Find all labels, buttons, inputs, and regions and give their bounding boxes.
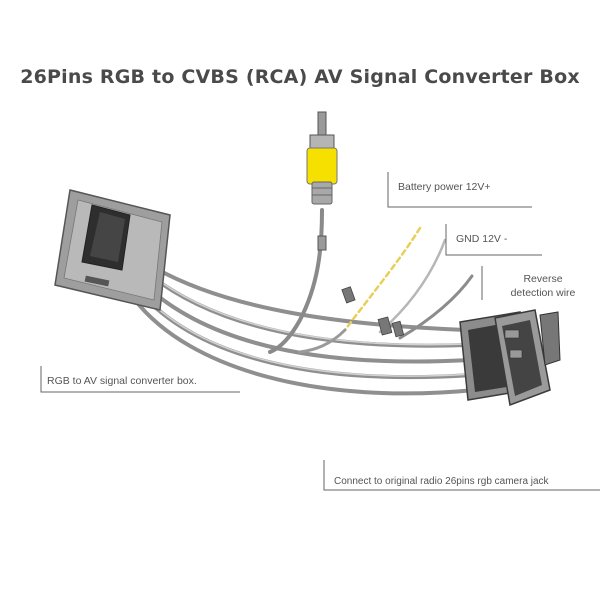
label-converter-box: RGB to AV signal converter box.: [47, 375, 197, 387]
rca-connector: [306, 111, 338, 251]
reverse-wire: [398, 274, 474, 340]
cable-bundle-highlights: [139, 273, 473, 377]
rgb-26pin-connector: [459, 309, 561, 407]
label-gnd: GND 12V -: [456, 233, 508, 245]
label-battery-power: Battery power 12V+: [398, 181, 491, 193]
converter-box: [54, 189, 171, 311]
label-connect-radio: Connect to original radio 26pins rgb cam…: [334, 476, 549, 487]
gnd-wire: [378, 238, 447, 334]
diagram-title: 26Pins RGB to CVBS (RCA) AV Signal Conve…: [20, 66, 580, 88]
label-reverse-line1: Reverse: [523, 273, 563, 285]
battery-wire: [298, 226, 422, 354]
label-reverse-detection: Reverse detection wire: [488, 272, 598, 300]
label-callouts: [40, 172, 600, 491]
label-reverse-line2: detection wire: [510, 287, 576, 299]
wire-clips: [341, 286, 405, 338]
